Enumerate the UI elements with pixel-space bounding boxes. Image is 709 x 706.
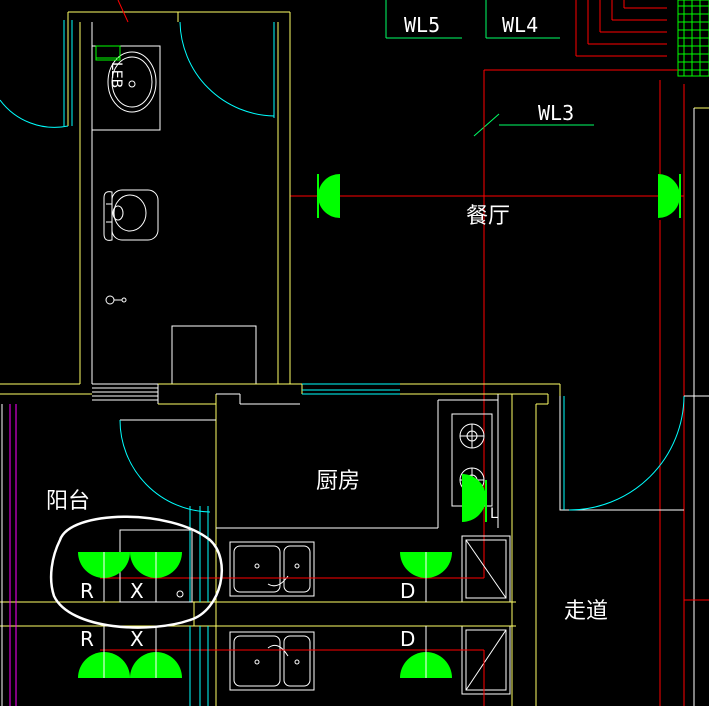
socket-label-d: D (400, 627, 415, 651)
socket-label-d: D (400, 579, 415, 603)
kitchen-sink-icon (229, 631, 315, 691)
wl3-leader (473, 113, 500, 137)
kitchen-label: 厨房 (316, 469, 360, 494)
wl3-label: WL3 (538, 101, 574, 125)
hatched-column (677, 0, 709, 77)
annotation-circle (49, 515, 224, 629)
leb-label: LEB (108, 62, 124, 88)
washbasin-icon (91, 45, 161, 131)
circuit-line (117, 0, 129, 23)
wl4-label: WL4 (502, 13, 538, 37)
wall-lamp-icon (658, 174, 680, 218)
socket-symbol: L (490, 506, 498, 522)
wall-lamp-icon (318, 174, 340, 218)
squat-toilet-icon (103, 189, 159, 241)
door-swing-arc (119, 419, 211, 513)
corridor-wall (559, 396, 684, 511)
socket-label-x: X (130, 627, 144, 651)
socket-label-x: X (130, 579, 144, 603)
socket-label-r: R (80, 627, 94, 651)
wall-lamp-icon (462, 474, 486, 522)
door-swing-arc (568, 395, 685, 511)
door-swing-arc (179, 21, 275, 117)
wl5-label: WL5 (404, 13, 440, 37)
kitchen-sink-icon (229, 541, 315, 597)
balcony-label: 阳台 (46, 489, 90, 514)
tap-icon (105, 295, 127, 305)
dining-room-label: 餐厅 (466, 204, 510, 229)
socket-label-r: R (80, 579, 94, 603)
door-swing-arc (0, 99, 69, 128)
corridor-label: 走道 (564, 599, 608, 624)
